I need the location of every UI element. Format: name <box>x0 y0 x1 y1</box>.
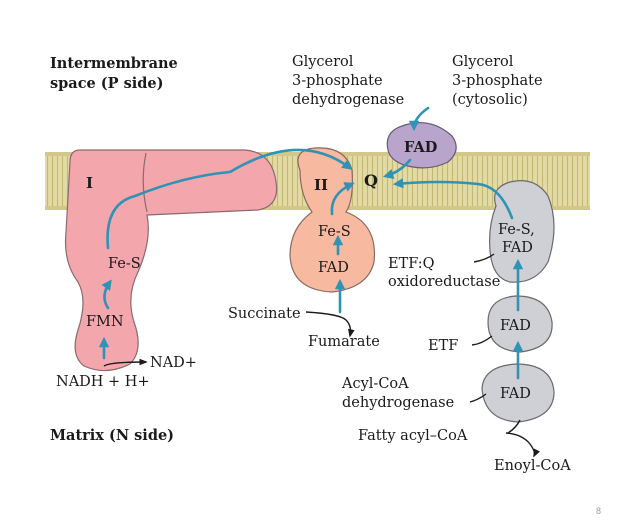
arrow-g3p-to-fad <box>408 106 430 132</box>
fad-etf-label: FAD <box>500 318 531 334</box>
arrow-succinate <box>305 311 355 338</box>
etfq-label-2: oxidoreductase <box>388 274 500 290</box>
fmn-label: FMN <box>86 314 124 330</box>
nadh-label: NADH + H+ <box>56 374 150 390</box>
complex-1-arm-divider <box>142 152 148 213</box>
fumarate-label: Fumarate <box>308 334 380 350</box>
arrow-fatty-acyl <box>505 432 541 458</box>
intermembrane-label-2: space (P side) <box>50 75 164 92</box>
complex-2-shape <box>289 147 376 293</box>
matrix-label: Matrix (N side) <box>50 427 174 444</box>
g3pdh-label-1: Glycerol <box>292 54 354 70</box>
fes-complex1-label: Fe-S <box>108 256 141 272</box>
fes-etfq-label-2: FAD <box>502 240 533 256</box>
complex-1-label: I <box>86 174 93 192</box>
etf-shape <box>487 295 553 353</box>
g3p-dehydrogenase-shape <box>386 122 457 169</box>
g3p-label-1: Glycerol <box>452 54 514 70</box>
arrow-nad <box>103 358 148 367</box>
arrow-fes-ii-to-q <box>330 182 355 216</box>
intermembrane-label-1: Intermembrane <box>50 55 178 72</box>
enoyl-coa-label: Enoyl-CoA <box>494 458 571 474</box>
arrow-etf-connector <box>471 335 493 346</box>
fad-top-label: FAD <box>404 139 437 156</box>
fes-complex2-label: Fe-S <box>318 224 351 240</box>
fad-acyl-label: FAD <box>500 386 531 402</box>
arrow-etfq-to-q <box>392 178 514 220</box>
g3p-label-3: (cytosolic) <box>452 92 528 108</box>
succinate-label: Succinate <box>228 306 301 322</box>
arrow-fes-to-q <box>106 148 353 250</box>
page-number: 8 <box>596 506 601 516</box>
electron-flow-arrows <box>98 106 524 380</box>
acylcoa-label-2: dehydrogenase <box>342 395 454 411</box>
g3pdh-label-3: dehydrogenase <box>292 92 404 108</box>
arrow-etfq-connector <box>473 253 495 263</box>
nad-label: NAD+ <box>150 355 197 371</box>
substrate-arrows <box>103 253 541 458</box>
arrow-fad-to-q <box>383 158 412 179</box>
fes-etfq-label-1: Fe-S, <box>498 222 535 238</box>
fatty-acyl-label: Fatty acyl–CoA <box>358 428 468 444</box>
arrow-fatty-acyl-to-acyl <box>507 419 521 434</box>
acylcoa-dehydrogenase-shape <box>481 363 555 423</box>
etf-label: ETF <box>428 338 458 354</box>
arrow-acyl-connector <box>469 393 487 403</box>
g3p-label-2: 3-phosphate <box>452 73 543 89</box>
acylcoa-label-1: Acyl-CoA <box>341 376 409 392</box>
fad-complex2-label: FAD <box>318 260 349 276</box>
arrow-fmn-to-fes <box>101 279 112 310</box>
q-label: Q <box>364 171 378 190</box>
g3pdh-label-2: 3-phosphate <box>292 73 383 89</box>
etfq-label-1: ETF:Q <box>388 256 435 272</box>
complex-2-label: II <box>314 176 328 194</box>
